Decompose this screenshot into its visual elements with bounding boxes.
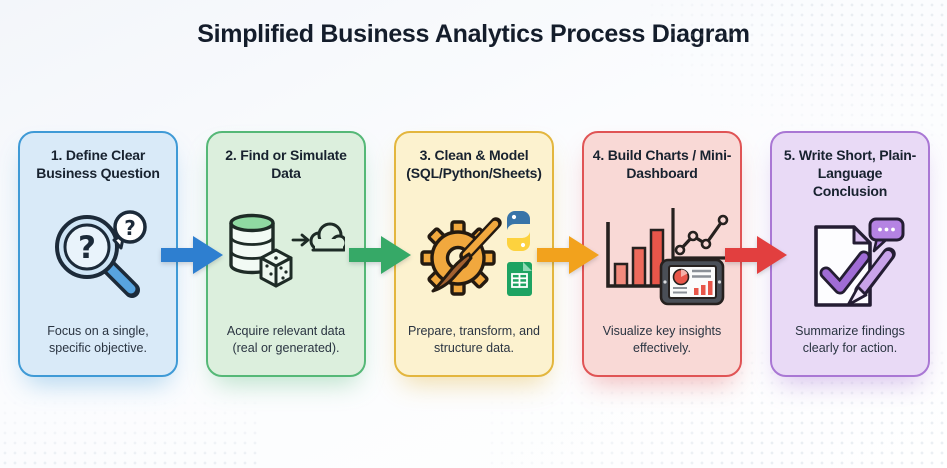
pencil-icon (846, 247, 896, 307)
dot-texture (0, 388, 260, 468)
python-logo-icon (507, 210, 530, 251)
arrow-right-icon (291, 233, 310, 247)
gear-paintbrush-python-sheets-icon (420, 210, 532, 296)
dashboard-tablet-icon (659, 258, 725, 306)
line-chart-icon (671, 207, 729, 260)
step-card-2: 2. Find or Simulate Data (206, 131, 366, 377)
gear-paintbrush-python-sheets-icon (403, 183, 545, 323)
bar-line-chart-dashboard-icon (591, 183, 733, 323)
magnifier-question-icon: ? ? (55, 210, 147, 298)
magnifier-question-icon: ? ? (27, 183, 169, 323)
bar-line-chart-dashboard-icon (606, 207, 729, 306)
step-4-title: 4. Build Charts / Mini-Dashboard (592, 147, 732, 181)
google-sheets-icon (507, 261, 532, 296)
step-1-description: Focus on a single, specific objective. (47, 324, 149, 355)
step-5-title: 5. Write Short, Plain-Language Conclusio… (783, 147, 917, 199)
speech-bubble-icon (868, 217, 905, 253)
svg-text:?: ? (124, 216, 136, 240)
checkmark-icon (819, 250, 871, 295)
cloud-icon (309, 222, 345, 252)
step-card-5: 5. Write Short, Plain-Language Conclusio… (770, 131, 930, 377)
step-card-1: 1. Define Clear Business Question ? ? Fo… (18, 131, 178, 377)
flow-arrow-right-icon (537, 233, 599, 277)
document-checkmark-pencil-icon (814, 217, 905, 307)
step-4-description: Visualize key insights effectively. (602, 324, 722, 355)
flow-arrow-right-icon (161, 233, 223, 277)
page-title: Simplified Business Analytics Process Di… (197, 20, 750, 48)
bar-chart-icon (606, 221, 667, 288)
flow-arrow-right-icon (349, 233, 411, 277)
dice-icon (259, 248, 293, 288)
document-checkmark-pencil-icon (779, 201, 921, 323)
flow-arrow-right-icon (725, 233, 787, 277)
step-3-title: 3. Clean & Model (SQL/Python/Sheets) (406, 147, 542, 181)
step-3-description: Prepare, transform, and structure data. (407, 324, 540, 355)
svg-text:?: ? (78, 230, 96, 266)
step-1-title: 1. Define Clear Business Question (36, 147, 160, 181)
step-5-description: Summarize findings clearly for action. (795, 324, 905, 355)
step-card-3: 3. Clean & Model (SQL/Python/Sheets) (394, 131, 554, 377)
step-2-title: 2. Find or Simulate Data (225, 147, 347, 181)
step-2-description: Acquire relevant data (real or generated… (226, 324, 346, 355)
step-card-4: 4. Build Charts / Mini-Dashboard (582, 131, 742, 377)
paintbrush-icon (431, 217, 502, 293)
database-dice-cloud-icon (215, 183, 357, 323)
database-dice-cloud-icon (229, 213, 345, 288)
